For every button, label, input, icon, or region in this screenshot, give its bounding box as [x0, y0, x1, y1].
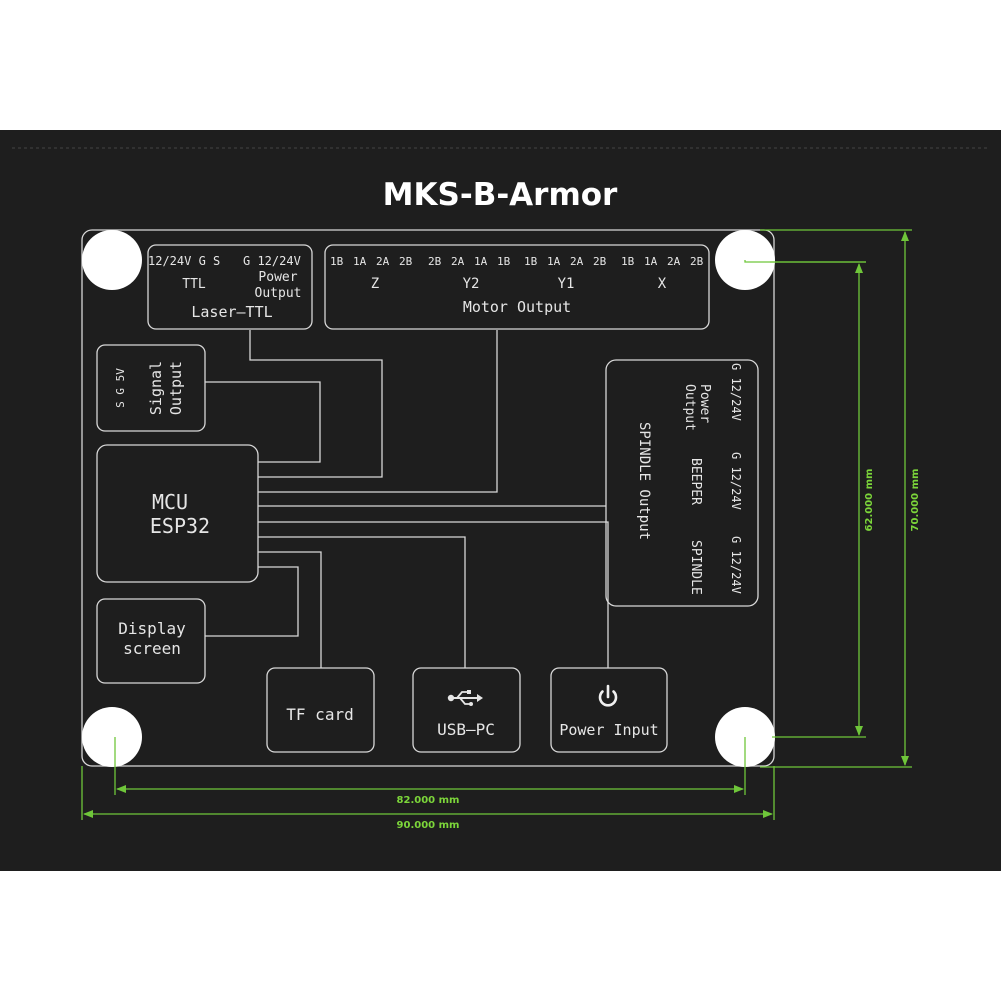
laser-ttl-connector: 12/24V G S G 12/24V TTL Power Output Las… [147, 244, 313, 330]
display-line1: Display [118, 619, 186, 638]
motor-pin-label: 2B [690, 255, 704, 268]
motor-pin-label: 2A [376, 255, 390, 268]
motor-pin-label: 1A [353, 255, 367, 268]
spindle-power-label: Power [697, 384, 712, 423]
motor-pin-label: 1B [330, 255, 344, 268]
display-line2: screen [123, 639, 181, 658]
laser-pins-right: G 12/24V [243, 254, 301, 268]
signal-output-connector: S G 5V Signal Output [96, 344, 206, 432]
board-outline [81, 229, 775, 767]
motor-pin-label: 2A [667, 255, 681, 268]
spindle-pins-2: G 12/24V [729, 452, 743, 510]
laser-ttl-name: Laser—TTL [191, 303, 272, 321]
spindle-pins-1: G 12/24V [729, 363, 743, 421]
usb-pc-port: USB—PC [412, 667, 521, 753]
tf-card-slot: TF card [266, 667, 375, 753]
beeper-label: BEEPER [688, 458, 703, 505]
dimension-62mm: 62.000 mm [864, 469, 875, 532]
spindle-output-name: SPINDLE Output [636, 422, 652, 540]
laser-power-label: Power [258, 270, 297, 285]
motor-pin-label: 1A [547, 255, 561, 268]
esp32-label: ESP32 [150, 514, 210, 538]
display-screen-block: Display screen [96, 598, 206, 684]
motor-output-name: Motor Output [463, 298, 571, 316]
laser-ttl-label: TTL [182, 277, 206, 292]
laser-pins-left: 12/24V G S [148, 254, 220, 268]
spindle-output-label: Output [682, 384, 697, 431]
motor-pin-label: 1A [474, 255, 488, 268]
spindle-output-connector: SPINDLE Output G 12/24V Power Output G 1… [605, 359, 759, 607]
motor-pin-label: 2A [570, 255, 584, 268]
motor-pin-labels: 1B 1A 2A 2B 2B 2A 1A 1B 1B 1A 2A 2B 1B 1A 2A 2B [330, 255, 704, 268]
motor-pin-label: 2B [399, 255, 413, 268]
diagram-panel [0, 130, 1001, 871]
diagram-title: MKS-B-Armor [383, 177, 618, 213]
motor-pin-label: 1B [621, 255, 635, 268]
power-icon [598, 684, 618, 707]
axis-x-label: X [658, 276, 667, 292]
laser-output-label: Output [255, 286, 302, 301]
motor-pin-label: 2B [428, 255, 442, 268]
mcu-block: MCU ESP32 [96, 444, 259, 583]
usb-pc-label: USB—PC [437, 720, 495, 739]
axis-y2-label: Y2 [463, 276, 480, 292]
dimension-90mm: 90.000 mm [397, 820, 460, 831]
power-input-label: Power Input [559, 721, 658, 739]
mounting-hole-bottom-left [82, 707, 142, 767]
motor-pin-label: 1B [524, 255, 538, 268]
axis-y1-label: Y1 [558, 276, 575, 292]
power-input-port: Power Input [550, 667, 668, 753]
motor-pin-label: 1B [497, 255, 511, 268]
connection-wires [205, 330, 609, 668]
dimension-82mm: 82.000 mm [397, 795, 460, 806]
signal-pins: S G 5V [114, 368, 127, 408]
tf-card-label: TF card [286, 705, 353, 724]
motor-pin-label: 2B [593, 255, 607, 268]
motor-output-connector: 1B 1A 2A 2B 2B 2A 1A 1B 1B 1A 2A 2B 1B 1A 2A 2B Z Y2 Y1… [324, 244, 710, 330]
signal-line1: Signal [147, 361, 165, 415]
axis-z-label: Z [371, 276, 379, 292]
spindle-label: SPINDLE [688, 540, 703, 595]
mcu-label: MCU [152, 490, 188, 514]
spindle-pins-3: G 12/24V [729, 536, 743, 594]
mounting-hole-top-left [82, 230, 142, 290]
dimension-70mm: 70.000 mm [910, 469, 921, 532]
motor-pin-label: 2A [451, 255, 465, 268]
motor-pin-label: 1A [644, 255, 658, 268]
signal-line2: Output [167, 361, 185, 415]
dimension-lines [81, 229, 912, 820]
usb-icon [447, 690, 483, 706]
